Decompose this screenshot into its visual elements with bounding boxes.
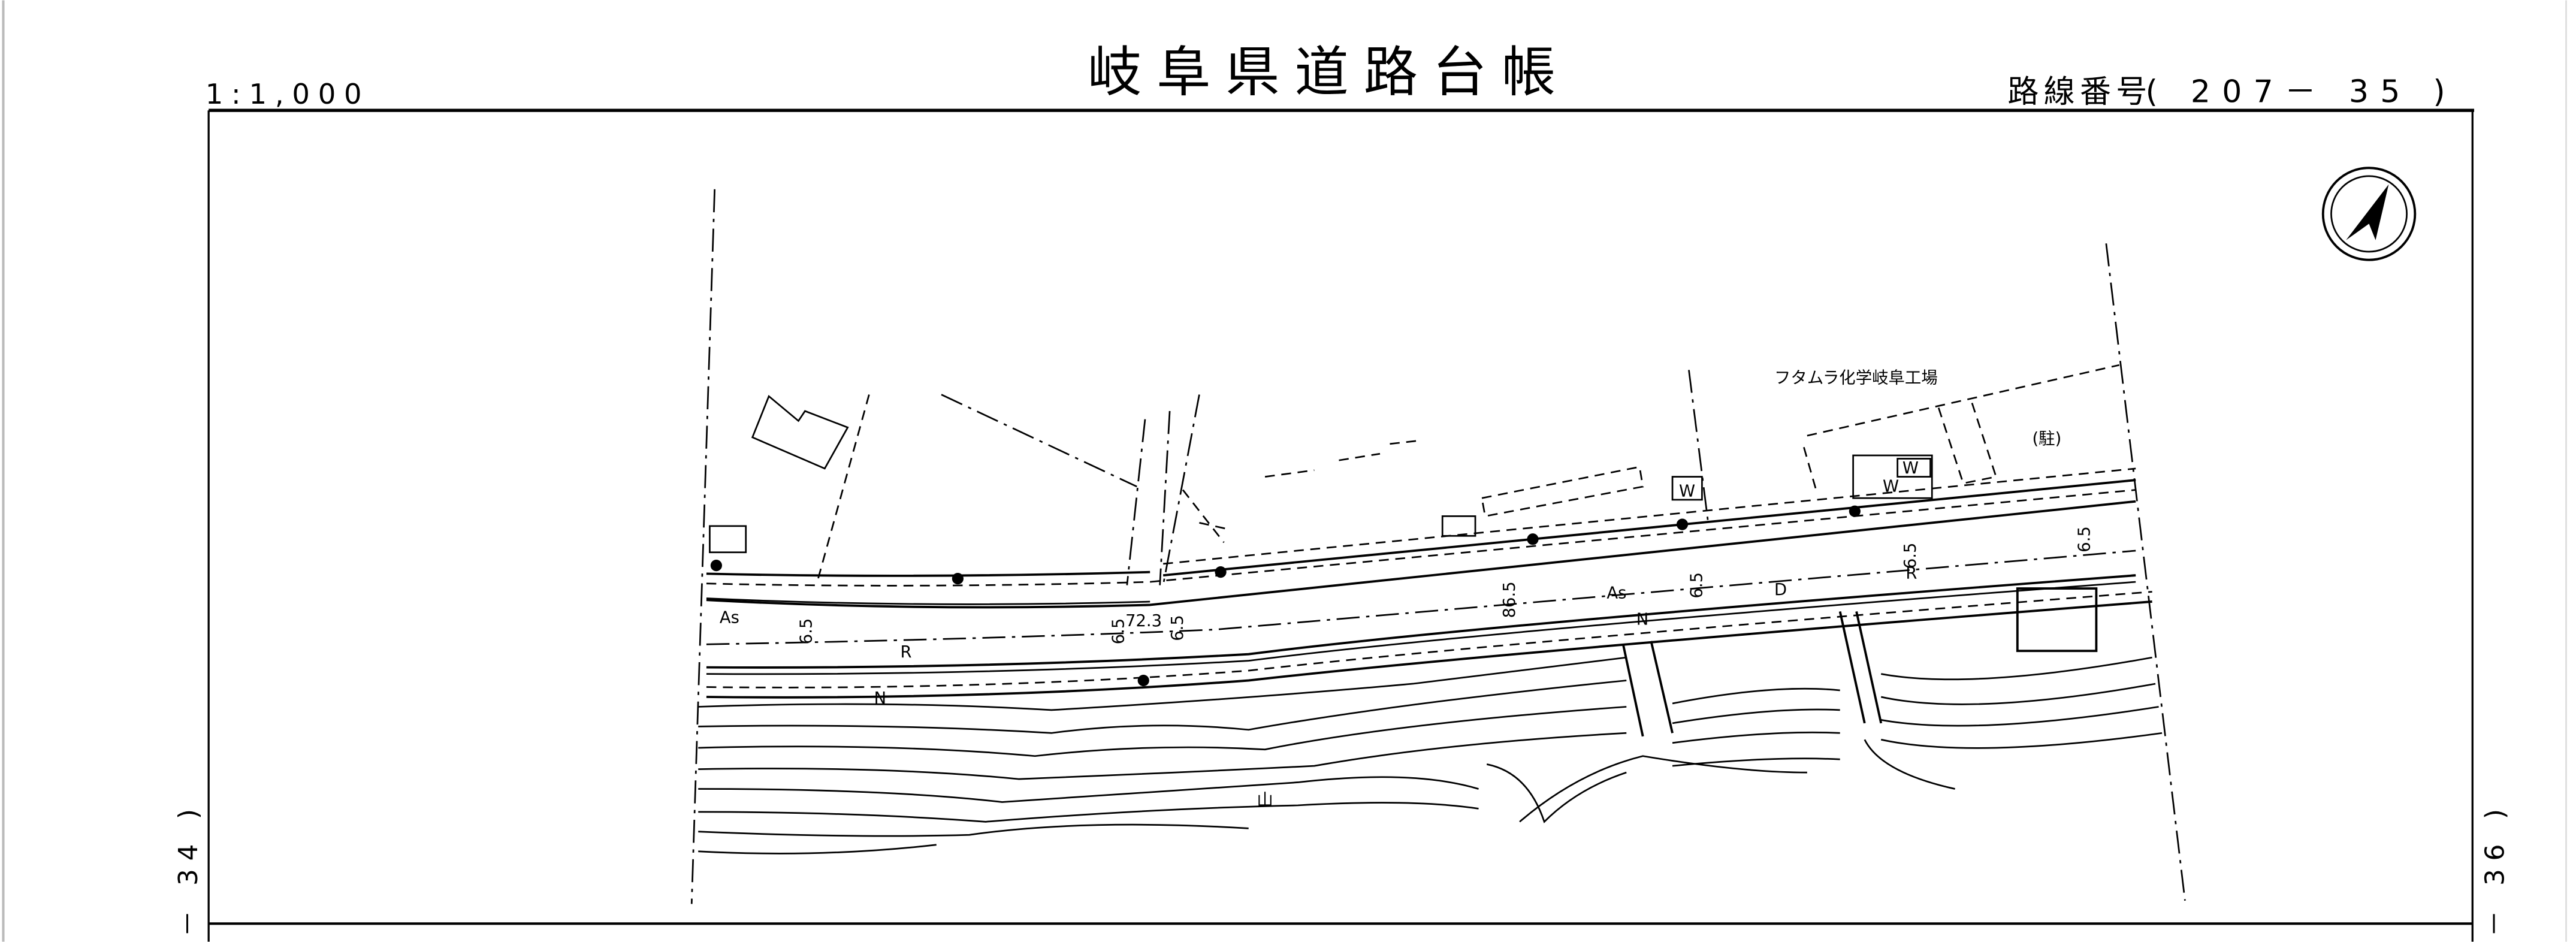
- route-label: 路線番号: [2007, 74, 2152, 110]
- scale-label: 1:1,000: [206, 78, 370, 110]
- sheet-boundary-left: [690, 189, 716, 904]
- width-label: 6.5: [1687, 572, 1706, 599]
- facility-name: フタムラ化学岐阜工場: [1774, 369, 1938, 387]
- buildings: [709, 364, 2120, 653]
- width-label: 6.5: [1901, 543, 1920, 569]
- width-label: 6.5: [2075, 526, 2094, 552]
- building-label: W: [1679, 482, 1695, 500]
- pavement-label: As: [1606, 584, 1626, 602]
- page-title: 岐阜県道路台帳: [1088, 41, 1571, 104]
- sheet-boundary-right: [2105, 243, 2186, 901]
- adjacent-sheet-right: － 36 ): [2480, 801, 2510, 937]
- contour-lines: [698, 656, 2163, 855]
- width-label: 6.5: [1168, 615, 1187, 641]
- north-arrow-icon: [2321, 167, 2417, 261]
- pavement-label: As: [720, 609, 739, 627]
- width-label: 6.5: [1109, 618, 1128, 645]
- parking-label: (駐): [2032, 430, 2061, 448]
- distance-label: 72.3: [1125, 612, 1162, 630]
- building-label: W: [1883, 477, 1899, 496]
- width-label: 6.5: [797, 618, 816, 645]
- landuse-label: D: [1774, 581, 1787, 599]
- landuse-label: R: [900, 643, 911, 662]
- distance-label: 86.5: [1500, 581, 1519, 618]
- landuse-label: 山: [1257, 791, 1273, 810]
- road: [706, 467, 2152, 737]
- landuse-label: R: [1905, 564, 1917, 583]
- utility-poles: [710, 505, 1861, 687]
- route-number: ( 207－ 35 ): [2146, 74, 2457, 110]
- landuse-label: N: [1636, 610, 1649, 629]
- landuse-label: N: [874, 689, 887, 708]
- adjacent-sheet-left: － 34 ): [173, 801, 204, 937]
- building-label: W: [1902, 459, 1919, 478]
